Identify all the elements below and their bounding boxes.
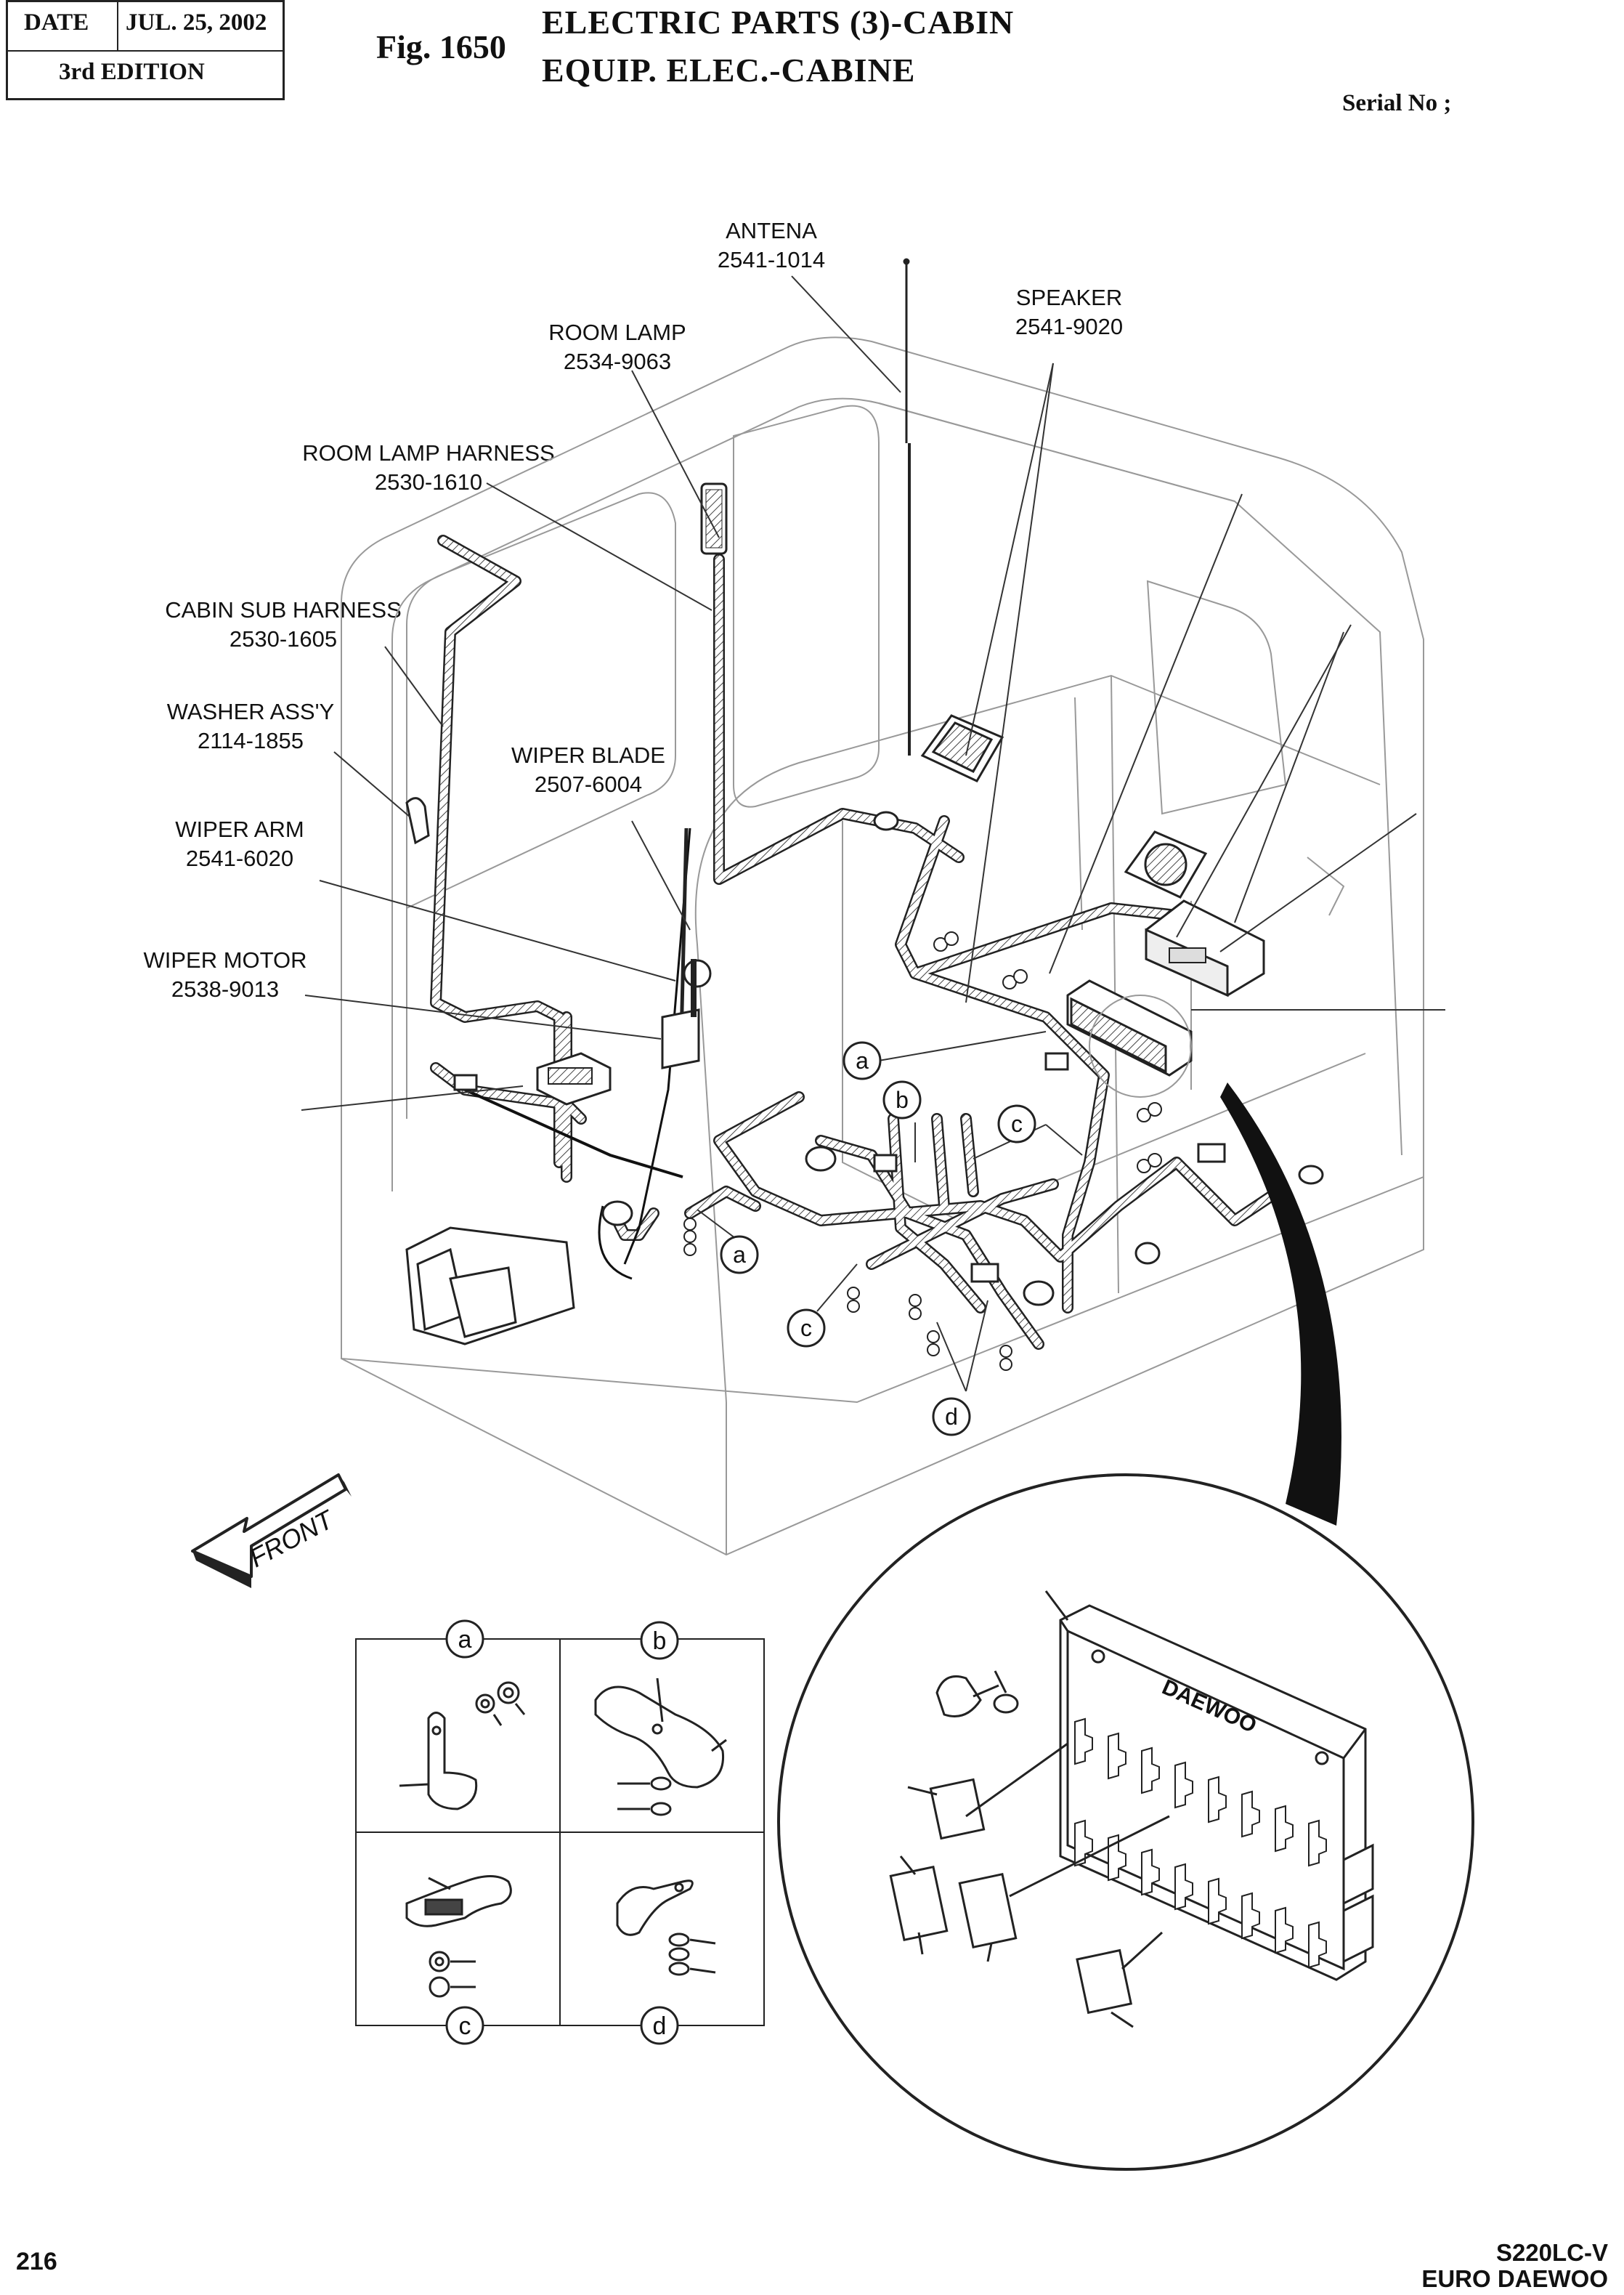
callout-name: SPEAKER <box>1015 285 1123 310</box>
clip-markers <box>720 1041 1036 1436</box>
fuse-slot <box>1074 1717 1093 1765</box>
wiper-arm <box>661 827 712 1069</box>
callout-part-number: 2114-1855 <box>198 728 304 753</box>
nuts <box>683 931 1162 1371</box>
model-name: S220LC-V <box>1495 2239 1608 2266</box>
figure-number: Fig. 1650 <box>376 28 506 65</box>
date-row <box>8 2 283 52</box>
fuse-slot <box>1241 1790 1260 1838</box>
date-value: JUL. 25, 2002 <box>126 9 267 36</box>
speaker-left <box>920 714 1004 782</box>
brand-name: EURO DAEWOO <box>1421 2265 1608 2292</box>
room-lamp <box>700 482 728 555</box>
antenna <box>903 258 911 756</box>
callout-room-lamp-harness: ROOM LAMP HARNESS 2530-1610 <box>276 439 581 497</box>
fuse-slot <box>1308 1819 1327 1867</box>
harness-lines <box>430 535 1284 1350</box>
callout-antena: ANTENA 2541-1014 <box>684 216 858 275</box>
detail-letter-b: b <box>653 1627 667 1655</box>
clip-detail-letters <box>445 1619 679 2045</box>
fuse-slot <box>1108 1732 1126 1780</box>
callout-wiper-arm: WIPER ARM 2541-6020 <box>138 815 341 873</box>
fuse-slot <box>1074 1819 1093 1867</box>
fuse-slot <box>1174 1761 1193 1809</box>
fuse-slot <box>1241 1892 1260 1940</box>
callout-room-lamp: ROOM LAMP 2534-9063 <box>523 318 712 376</box>
detail-pointer <box>1089 995 1341 1526</box>
callout-name: WIPER ARM <box>175 817 304 842</box>
washer-bottle <box>405 797 430 845</box>
callout-part-number: 2541-6020 <box>185 846 294 871</box>
callout-name: ROOM LAMP <box>548 320 686 345</box>
detail-letter-a: a <box>458 1626 472 1654</box>
callout-wiper-motor: WIPER MOTOR 2538-9013 <box>116 946 334 1004</box>
fuse-slot <box>1208 1877 1227 1925</box>
fuse-slot <box>1208 1776 1227 1824</box>
callout-part-number: 2507-6004 <box>534 772 643 797</box>
callout-name: CABIN SUB HARNESS <box>165 597 402 623</box>
fuse-slot <box>1308 1921 1327 1969</box>
loose-fuses <box>889 1590 1170 2028</box>
detail-letter-d: d <box>653 2012 667 2040</box>
callout-part-number: 2530-1610 <box>374 469 483 495</box>
date-edition-box: DATE JUL. 25, 2002 3rd EDITION <box>6 0 285 100</box>
clip-letter-a: a <box>733 1242 746 1268</box>
clip-letter-d: d <box>945 1404 958 1430</box>
connectors <box>453 811 1324 1306</box>
callout-part-number: 2541-1014 <box>717 247 826 272</box>
date-label: DATE <box>24 9 89 36</box>
serial-number-label: Serial No ; <box>1342 90 1452 116</box>
callout-name: ANTENA <box>726 218 817 243</box>
duct <box>405 1226 575 1345</box>
fuse-box-detail: DAEWOO <box>777 1473 1474 2171</box>
callout-washer-assy: WASHER ASS'Y 2114-1855 <box>138 697 363 756</box>
date-divider <box>117 2 118 52</box>
callout-name: WIPER MOTOR <box>143 947 307 973</box>
clip-marker-letters: a b c a c d <box>733 1048 1023 1430</box>
callout-part-number: 2530-1605 <box>229 626 338 652</box>
wiper-motor <box>536 1052 612 1106</box>
clip-d-drawing <box>616 1879 716 1976</box>
callout-part-number: 2538-9013 <box>171 976 280 1002</box>
callout-name: WIPER BLADE <box>511 742 665 768</box>
clip-detail-grid <box>355 1638 765 2026</box>
fuse-slots <box>1074 1717 1327 1969</box>
clip-letter-c: c <box>800 1315 812 1341</box>
cabin-outline <box>341 336 1424 1556</box>
fuse-box-small <box>1066 979 1193 1077</box>
fuse-slot <box>1141 1848 1160 1896</box>
speaker-right <box>1124 830 1208 899</box>
fuse-slot <box>1275 1906 1294 1954</box>
clip-b-drawing <box>594 1677 727 1816</box>
edition-label: 3rd EDITION <box>59 59 205 85</box>
page-title: ELECTRIC PARTS (3)-CABIN <box>542 4 1015 41</box>
fuse-slot <box>1174 1863 1193 1911</box>
callout-part-number: 2541-9020 <box>1015 314 1124 339</box>
callout-name: WASHER ASS'Y <box>166 699 335 724</box>
fuse-slot <box>1141 1746 1160 1794</box>
clip-c-drawing <box>405 1875 512 1998</box>
clip-a-drawing <box>399 1681 526 1810</box>
callout-part-number: 2534-9063 <box>563 349 672 374</box>
callout-cabin-sub-harness: CABIN SUB HARNESS 2530-1605 <box>138 596 429 654</box>
clip-letter-a: a <box>856 1048 869 1074</box>
clip-letter-b: b <box>896 1087 909 1113</box>
detail-letter-c: c <box>459 2012 471 2040</box>
screw <box>935 1670 1019 1717</box>
page-number: 216 <box>16 2248 57 2275</box>
callout-name: ROOM LAMP HARNESS <box>302 440 555 466</box>
leader-lines <box>301 275 1445 1392</box>
clip-detail-letter-text: a b c d <box>458 1626 667 2040</box>
callout-speaker: SPEAKER 2541-9020 <box>982 283 1156 341</box>
radio-unit <box>1145 899 1265 997</box>
page-subtitle: EQUIP. ELEC.-CABINE <box>542 52 916 89</box>
clip-letter-c: c <box>1011 1111 1023 1137</box>
callout-wiper-blade: WIPER BLADE 2507-6004 <box>479 741 697 799</box>
front-arrow: FRONT <box>191 1473 352 1588</box>
fuse-slot <box>1275 1805 1294 1853</box>
